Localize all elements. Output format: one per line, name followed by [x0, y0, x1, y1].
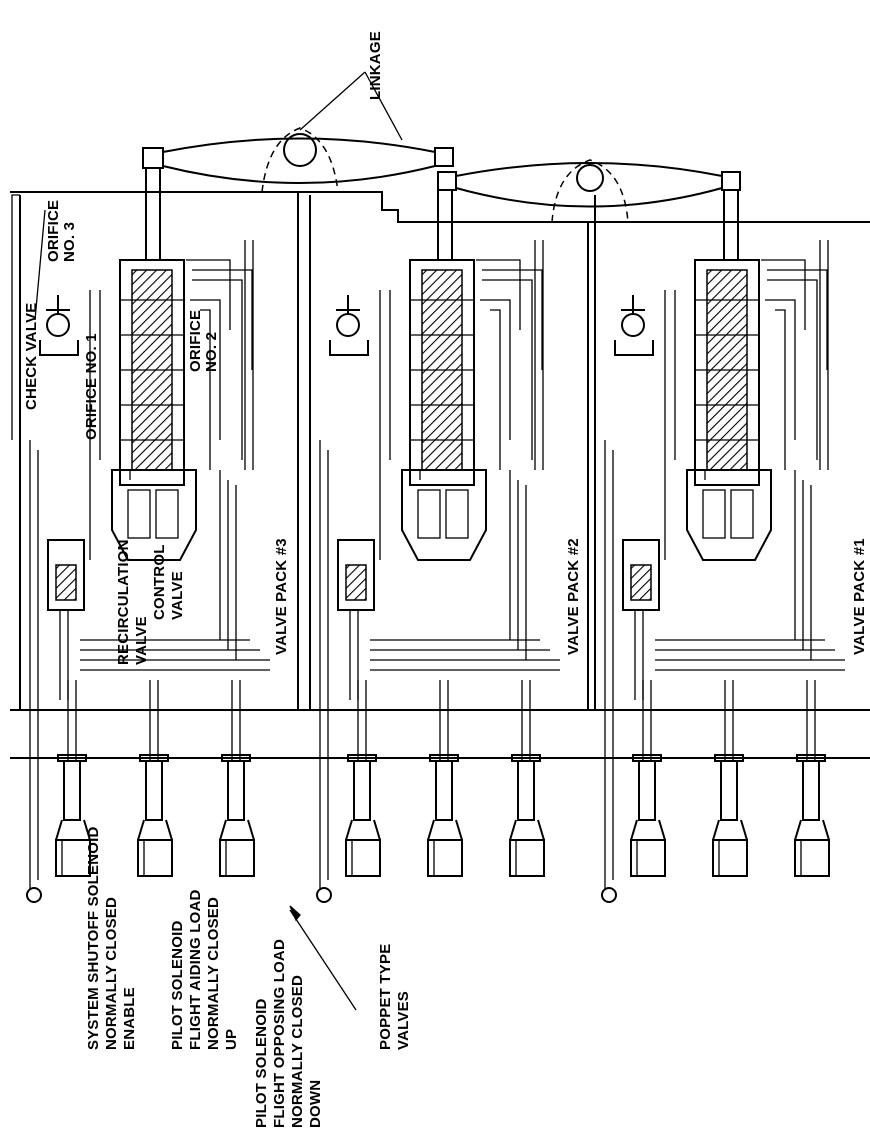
leader-lines	[11, 71, 403, 1011]
pilot-opposing-label-2: FLIGHT OPPOSING LOAD	[271, 939, 288, 1128]
valve-pack-1	[594, 194, 846, 903]
poppet-type-valves-label-2: VALVES	[395, 991, 412, 1050]
linkage-label: LINKAGE	[367, 31, 384, 100]
pilot-aiding-label-4: UP	[223, 1029, 240, 1050]
pilot-aiding-label-1: PILOT SOLENOID	[169, 921, 186, 1050]
control-valve-label-2: VALVE	[169, 571, 186, 620]
pilot-aiding-label-2: FLIGHT AIDING LOAD	[187, 889, 204, 1050]
orifice-no3-label-1: ORIFICE	[45, 200, 62, 262]
pilot-opposing-label-3: NORMALLY CLOSED	[289, 975, 306, 1128]
recirculation-valve-label-2: VALVE	[133, 616, 150, 665]
system-shutoff-label-3: ENABLE	[121, 987, 138, 1050]
valve-pack-3	[19, 194, 271, 903]
control-valve-label-1: CONTROL	[151, 544, 168, 620]
pilot-aiding-label-3: NORMALLY CLOSED	[205, 897, 222, 1050]
valve-pack-1-label: VALVE PACK #1	[851, 538, 868, 655]
system-shutoff-label-1: SYSTEM SHUTOFF SOLENOID	[85, 826, 102, 1050]
orifice-no3-label-2: NO. 3	[61, 222, 78, 262]
linkage	[142, 127, 741, 260]
pilot-opposing-label-1: PILOT SOLENOID	[253, 999, 270, 1128]
pilot-opposing-label-4: DOWN	[307, 1080, 324, 1128]
orifice-no1-label: ORIFICE NO. 1	[83, 333, 100, 440]
poppet-type-valves-label-1: POPPET TYPE	[377, 944, 394, 1050]
recirculation-valve-label-1: RECIRCULATION	[115, 539, 132, 665]
valve-pack-2-label: VALVE PACK #2	[565, 538, 582, 655]
system-shutoff-label-2: NORMALLY CLOSED	[103, 897, 120, 1050]
orifice-no2-label-1: ORIFICE	[187, 310, 204, 372]
check-valve-label: CHECK VALVE	[23, 303, 40, 411]
orifice-no2-label-2: NO. 2	[203, 332, 220, 372]
valve-pack-3-label: VALVE PACK #3	[273, 538, 290, 655]
valve-pack-2	[309, 194, 561, 903]
